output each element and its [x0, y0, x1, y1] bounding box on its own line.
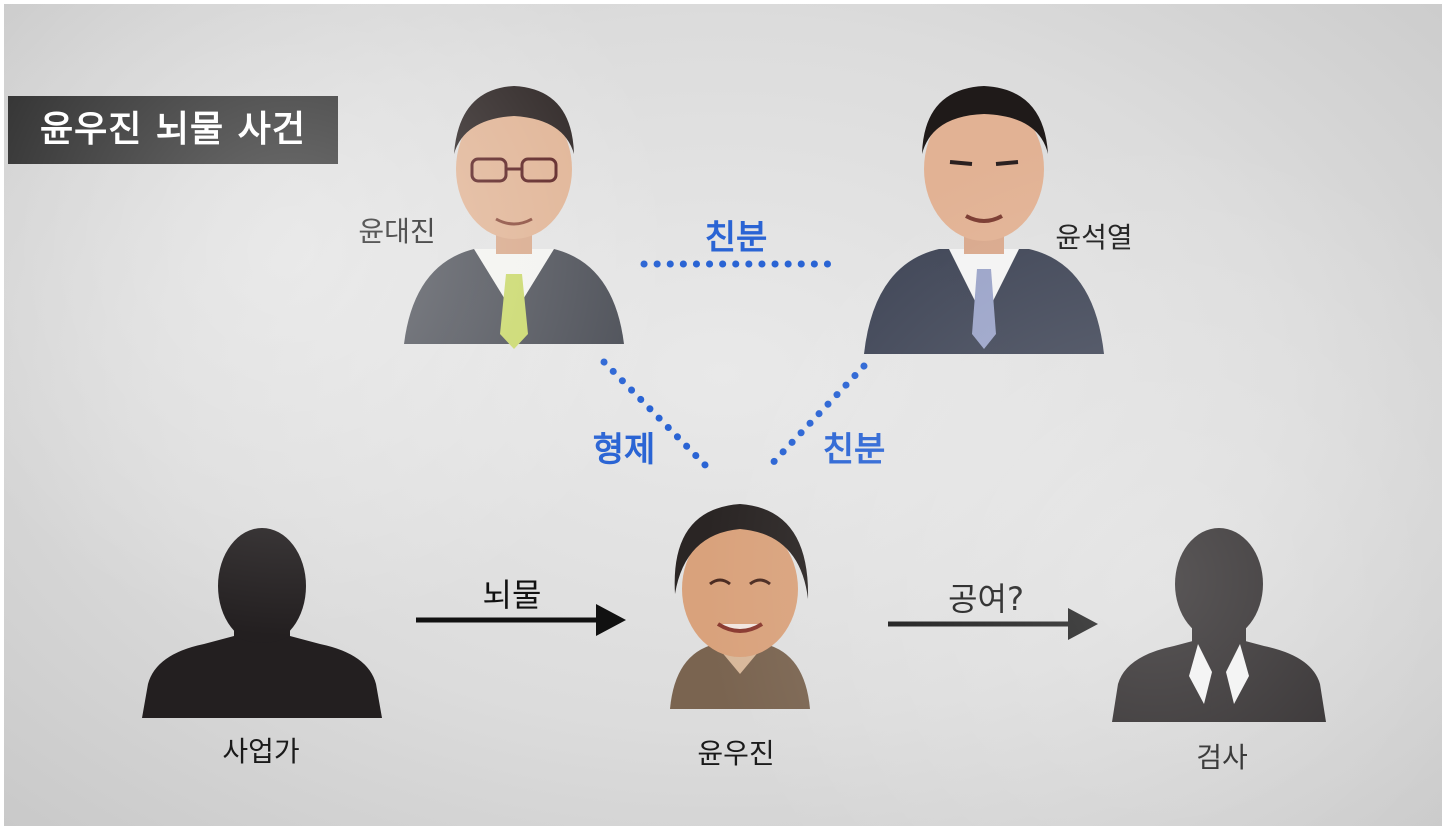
diagram-canvas: 윤우진 뇌물 사건 [4, 4, 1442, 826]
diagram-title: 윤우진 뇌물 사건 [8, 96, 338, 164]
label-yoon-woojin: 윤우진 [697, 737, 775, 770]
photo-yoon-woojin [670, 504, 810, 709]
arrow-label-bribe: 뇌물 [482, 576, 542, 614]
label-businessman: 사업가 [222, 735, 300, 768]
photo-yoon-seokyeol [864, 86, 1104, 354]
relation-label-left: 형제 [592, 430, 656, 470]
silhouette-businessman-icon [142, 528, 382, 718]
photo-yoon-daejin [404, 86, 624, 349]
diagram-graphics [142, 86, 1326, 722]
relation-label-right: 친분 [822, 430, 886, 470]
arrow-label-provide: 공여? [948, 580, 1024, 618]
label-yoon-daejin: 윤대진 [358, 215, 436, 248]
relation-line-right [762, 362, 868, 474]
label-yoon-seokyeol: 윤석열 [1055, 221, 1133, 254]
label-prosecutor: 검사 [1196, 741, 1248, 774]
relation-label-top: 친분 [704, 218, 768, 258]
relation-line-left [600, 358, 714, 474]
arrow-provide [888, 608, 1098, 640]
silhouette-prosecutor-icon [1112, 528, 1326, 722]
arrow-bribe [416, 604, 626, 636]
